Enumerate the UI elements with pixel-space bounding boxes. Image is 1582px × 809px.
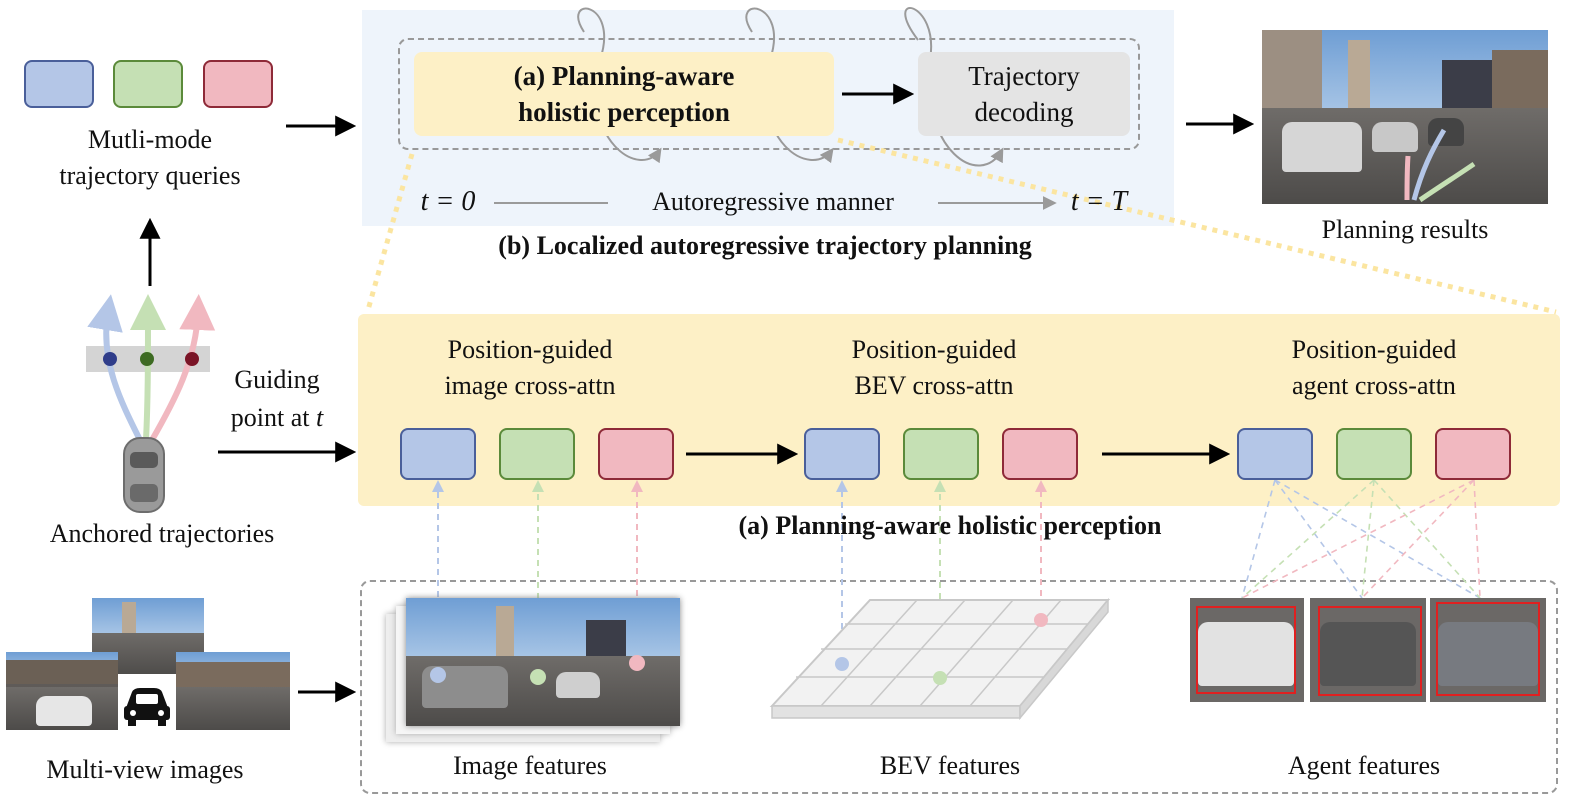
agent-query-red xyxy=(1435,428,1511,480)
queries-label-line1: Mutli-mode xyxy=(87,125,213,154)
image-query-green xyxy=(499,428,575,480)
image-dot-red xyxy=(629,655,645,671)
planning-results-label: Planning results xyxy=(1321,215,1489,244)
anchor-dot-blue xyxy=(103,352,117,366)
multiview-left-image xyxy=(6,652,118,730)
t-end-label: t = T xyxy=(1070,186,1128,217)
anchor-dot-green xyxy=(140,352,154,366)
t-start-label: t = 0 xyxy=(420,186,476,217)
multiview-label: Multi-view images xyxy=(46,755,244,784)
bev-dot-blue xyxy=(835,657,849,671)
ego-car-icon xyxy=(123,437,165,513)
agent-query-blue xyxy=(1237,428,1313,480)
bev-dot-green xyxy=(933,671,947,685)
bev-query-red xyxy=(1002,428,1078,480)
features-dashed-frame xyxy=(360,580,1558,794)
zoom-line-right xyxy=(837,137,1557,315)
anchor-traj-green xyxy=(129,294,166,441)
agent-attn-title-1: Position-guided xyxy=(1291,335,1457,364)
bev-query-green xyxy=(903,428,979,480)
bev-query-blue xyxy=(804,428,880,480)
perception-caption: (a) Planning-aware holistic perception xyxy=(738,511,1162,540)
agent-crop-2 xyxy=(1310,598,1426,702)
multiview-car-icon xyxy=(118,674,176,732)
agent-crop-1 xyxy=(1190,598,1304,702)
image-dot-blue xyxy=(430,667,446,683)
query-mode-red xyxy=(203,60,273,108)
decoding-box: Trajectory decoding xyxy=(918,52,1130,136)
queries-label-line2: trajectory queries xyxy=(59,161,241,190)
perception-box: (a) Planning-aware holistic perception xyxy=(414,52,834,136)
decoding-box-line1: Trajectory xyxy=(968,61,1080,91)
autoregressive-manner-label: Autoregressive manner xyxy=(652,187,894,216)
bev-grid-icon xyxy=(769,597,1111,721)
anchor-traj-red xyxy=(149,294,216,442)
agent-features-label: Agent features xyxy=(1287,751,1441,780)
anchored-trajectories-label: Anchored trajectories xyxy=(49,519,275,548)
bev-dot-red xyxy=(1034,613,1048,627)
agent-attn-title-2: agent cross-attn xyxy=(1292,371,1456,400)
guiding-label-line2: point at t xyxy=(210,400,344,436)
guiding-label-line1: Guiding xyxy=(234,365,320,394)
anchor-traj-blue xyxy=(87,294,143,442)
anchor-dot-red xyxy=(185,352,199,366)
multiview-right-image xyxy=(176,652,290,730)
image-features-label: Image features xyxy=(453,751,607,780)
decoding-box-line2: decoding xyxy=(974,97,1074,127)
guiding-label-t: t xyxy=(315,403,324,432)
perception-box-line2: holistic perception xyxy=(518,97,730,127)
agent-fan-lines xyxy=(1241,479,1481,599)
bev-features-label: BEV features xyxy=(879,751,1021,780)
image-attn-title-2: image cross-attn xyxy=(444,371,616,400)
image-dot-green xyxy=(530,669,546,685)
agent-query-green xyxy=(1336,428,1412,480)
autoregressive-caption: (b) Localized autoregressive trajectory … xyxy=(498,231,1032,260)
image-query-red xyxy=(598,428,674,480)
query-mode-green xyxy=(113,60,183,108)
loop-dashed-frame xyxy=(398,38,1140,150)
bev-attn-title-1: Position-guided xyxy=(851,335,1017,364)
query-mode-blue xyxy=(24,60,94,108)
zoom-line-left xyxy=(365,153,415,311)
bev-attn-title-2: BEV cross-attn xyxy=(854,371,1014,400)
image-attn-title-1: Position-guided xyxy=(447,335,613,364)
agent-crop-3 xyxy=(1430,598,1546,702)
guiding-label-text: point at xyxy=(230,403,310,432)
planning-results-image xyxy=(1262,30,1548,204)
planning-arrows xyxy=(1404,128,1476,203)
perception-box-line1: (a) Planning-aware xyxy=(513,61,735,91)
image-query-blue xyxy=(400,428,476,480)
